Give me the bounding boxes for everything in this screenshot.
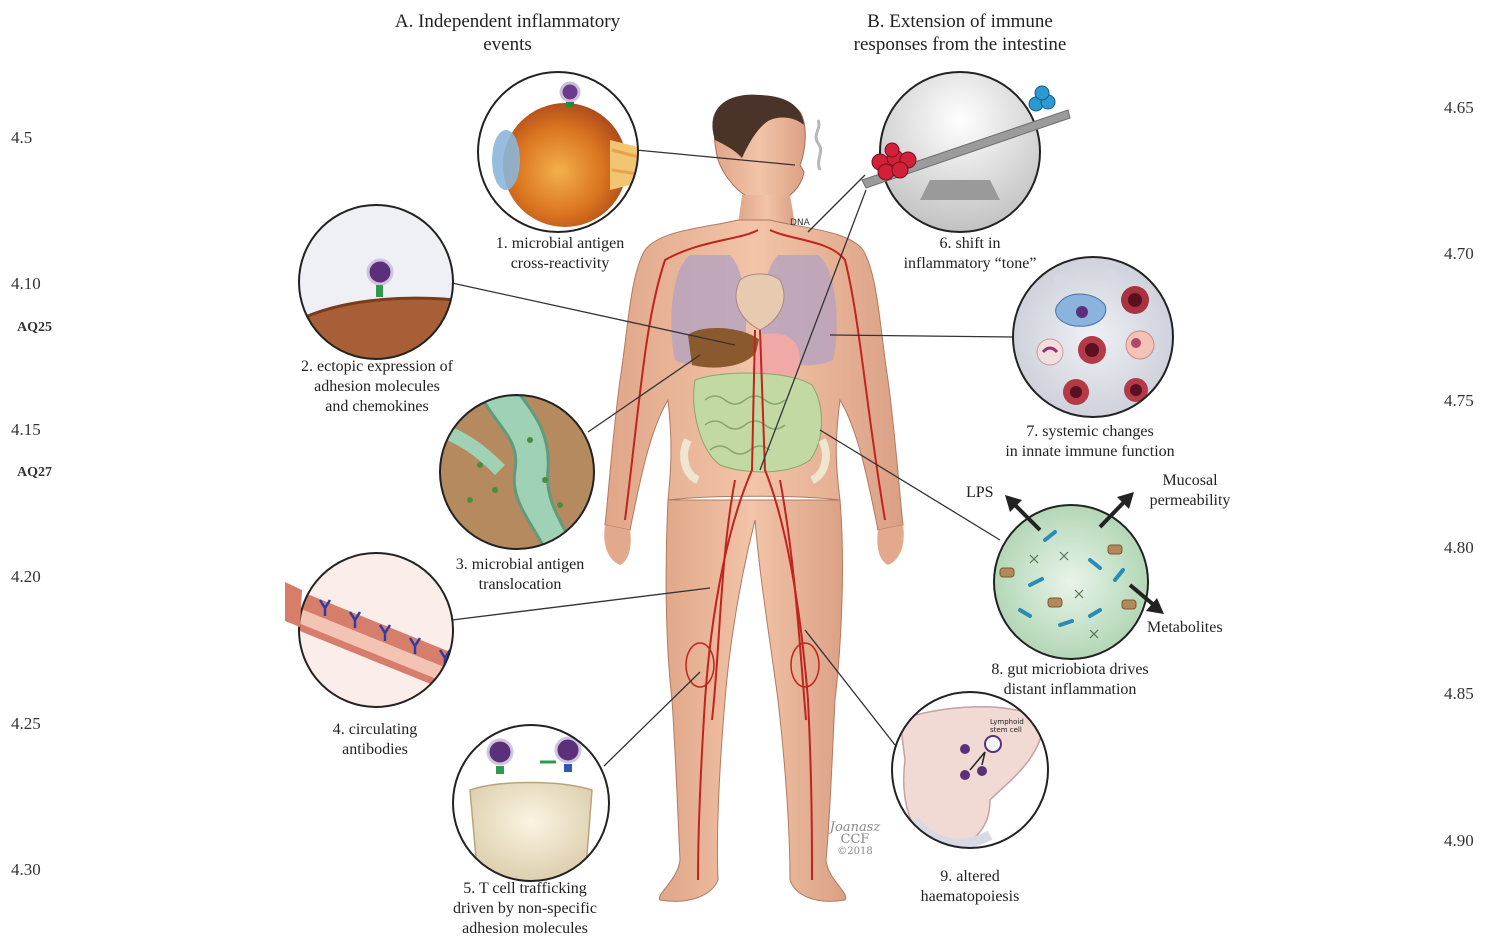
margin-right-6: 4.90 (1444, 831, 1474, 851)
label-4-line-1: 4. circulating (295, 720, 455, 740)
margin-left-1: 4.5 (11, 128, 32, 148)
inset-microbiota (994, 492, 1164, 659)
header-b-line-1: B. Extension of immune (810, 10, 1110, 33)
inset-haematopoiesis: Lymphoid stem cell (892, 692, 1048, 848)
label-6: 6. shift in inflammatory “tone” (870, 234, 1070, 274)
query-aq27: AQ27 (17, 465, 52, 481)
header-a: A. Independent inflammatory events (330, 10, 685, 56)
label-7-line-2: in innate immune function (970, 442, 1210, 462)
label-1-line-2: cross-reactivity (460, 254, 660, 274)
signature-year: ©2018 (815, 846, 895, 858)
margin-left-4: 4.20 (11, 567, 41, 587)
metabolites-label: Metabolites (1147, 619, 1223, 637)
margin-right-2: 4.70 (1444, 244, 1474, 264)
label-1-line-1: 1. microbial antigen (460, 234, 660, 254)
label-1: 1. microbial antigen cross-reactivity (460, 234, 660, 274)
human-body: DNA (604, 95, 904, 902)
label-6-line-2: inflammatory “tone” (870, 254, 1070, 274)
signature-ccf: CCF (815, 834, 895, 846)
inset-tcell (453, 725, 609, 881)
label-3: 3. microbial antigen translocation (420, 555, 620, 595)
header-a-line-2: events (330, 33, 685, 56)
lymphoid-label-1: Lymphoid (990, 718, 1024, 726)
header-b-line-2: responses from the intestine (810, 33, 1110, 56)
margin-left-5: 4.25 (11, 714, 41, 734)
query-aq25: AQ25 (17, 320, 52, 336)
label-7-line-1: 7. systemic changes (970, 422, 1210, 442)
label-3-line-1: 3. microbial antigen (420, 555, 620, 575)
label-2: 2. ectopic expression of adhesion molecu… (272, 357, 482, 417)
artist-signature: Joanasz CCF ©2018 (815, 822, 895, 858)
margin-right-5: 4.85 (1444, 684, 1474, 704)
margin-left-6: 4.30 (11, 860, 41, 880)
margin-right-1: 4.65 (1444, 98, 1474, 118)
dna-label: DNA (790, 218, 811, 228)
margin-left-3: 4.15 (11, 420, 41, 440)
margin-right-3: 4.75 (1444, 391, 1474, 411)
label-5-line-2: driven by non-specific (420, 899, 630, 919)
label-8: 8. gut micriobiota drives distant inflam… (955, 660, 1185, 700)
mucosal-line-1: Mucosal (1135, 471, 1245, 491)
inset-adhesion (299, 205, 455, 360)
inset-eye (478, 72, 650, 232)
label-2-line-1: 2. ectopic expression of (272, 357, 482, 377)
label-9-line-2: haematopoiesis (890, 887, 1050, 907)
label-3-line-2: translocation (420, 575, 620, 595)
label-9: 9. altered haematopoiesis (890, 867, 1050, 907)
label-6-line-1: 6. shift in (870, 234, 1070, 254)
label-7: 7. systemic changes in innate immune fun… (970, 422, 1210, 462)
label-4: 4. circulating antibodies (295, 720, 455, 760)
label-9-line-1: 9. altered (890, 867, 1050, 887)
margin-left-2: 4.10 (11, 274, 41, 294)
label-8-line-1: 8. gut micriobiota drives (955, 660, 1185, 680)
label-5-line-1: 5. T cell trafficking (420, 879, 630, 899)
lymphoid-label-2: stem cell (990, 726, 1022, 734)
inset-innate-cells (1013, 257, 1173, 417)
label-5: 5. T cell trafficking driven by non-spec… (420, 879, 630, 939)
label-5-line-3: adhesion molecules (420, 919, 630, 939)
margin-right-4: 4.80 (1444, 538, 1474, 558)
lps-label: LPS (966, 484, 994, 502)
label-4-line-2: antibodies (295, 740, 455, 760)
inset-seesaw (862, 72, 1070, 232)
header-a-line-1: A. Independent inflammatory (330, 10, 685, 33)
label-2-line-3: and chemokines (272, 397, 482, 417)
header-b: B. Extension of immune responses from th… (810, 10, 1110, 56)
label-2-line-2: adhesion molecules (272, 377, 482, 397)
mucosal-label: Mucosal permeability (1135, 471, 1245, 511)
inset-translocation (440, 395, 600, 555)
vessel-tail (285, 582, 302, 627)
mucosal-line-2: permeability (1135, 491, 1245, 511)
label-8-line-2: distant inflammation (955, 680, 1185, 700)
